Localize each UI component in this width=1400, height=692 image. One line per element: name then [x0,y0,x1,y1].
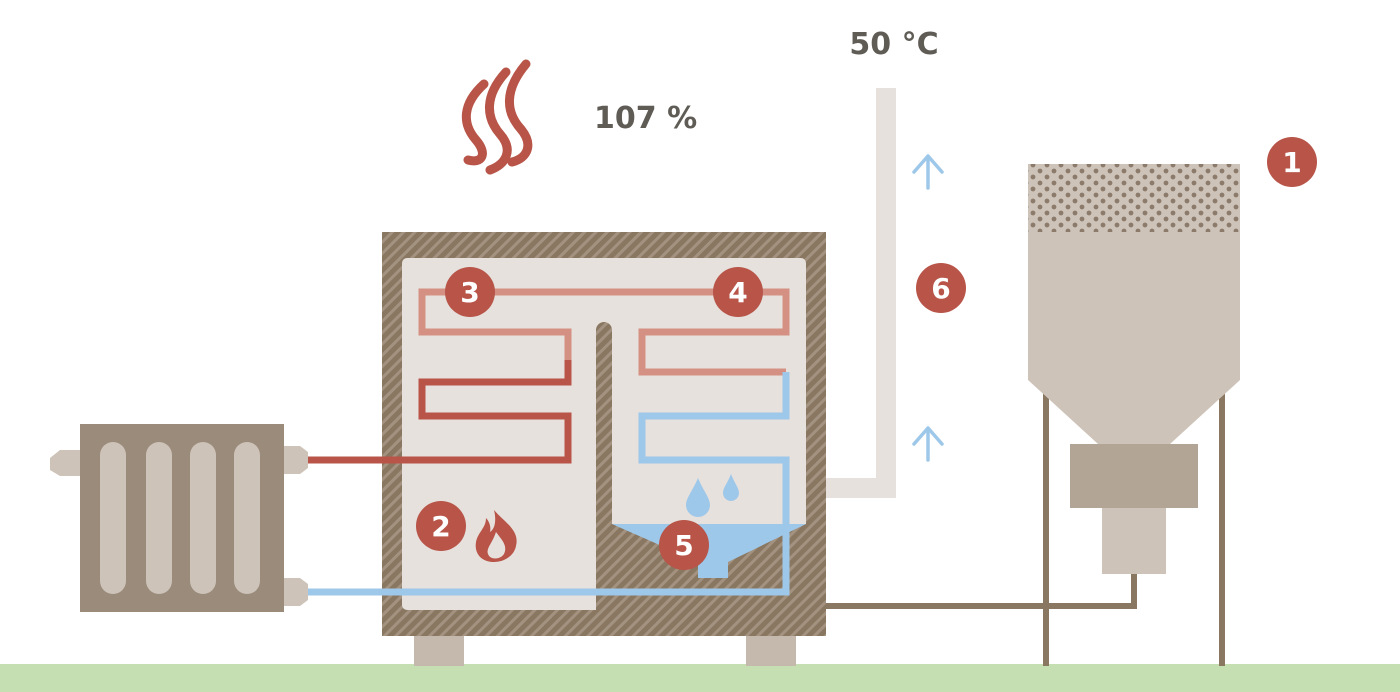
radiator [50,424,308,612]
flue-temperature-label: 50 °C [849,27,938,62]
marker-6: 6 [916,263,966,313]
pellet-fill [1028,164,1240,232]
boiler-leg-right [746,634,796,666]
svg-text:4: 4 [728,276,747,309]
svg-text:6: 6 [931,272,950,305]
marker-4: 4 [713,267,763,317]
svg-text:1: 1 [1282,146,1301,179]
pellet-silo [1028,164,1240,574]
flame-icon [475,510,517,562]
flue-chimney [806,88,896,498]
pellet-feed-tube [1102,508,1166,574]
hot-water-pipe [306,288,790,464]
efficiency-label: 107 % [594,101,697,136]
return-water-pipe [306,372,790,596]
ground [0,664,1400,692]
marker-5: 5 [659,520,709,570]
pellet-burner-unit [1070,444,1198,508]
marker-3: 3 [445,267,495,317]
svg-text:5: 5 [674,529,693,562]
boiler-leg-left [414,634,464,666]
silo-supports [824,390,1225,666]
radiator-valve [50,450,80,476]
water-drops-icon [686,474,739,517]
heat-exchanger-divider [596,322,612,634]
marker-1: 1 [1267,137,1317,187]
heat-waves-icon [461,59,533,175]
marker-2: 2 [416,501,466,551]
svg-text:2: 2 [431,510,450,543]
up-arrow-icon [912,154,944,462]
svg-text:3: 3 [460,276,479,309]
